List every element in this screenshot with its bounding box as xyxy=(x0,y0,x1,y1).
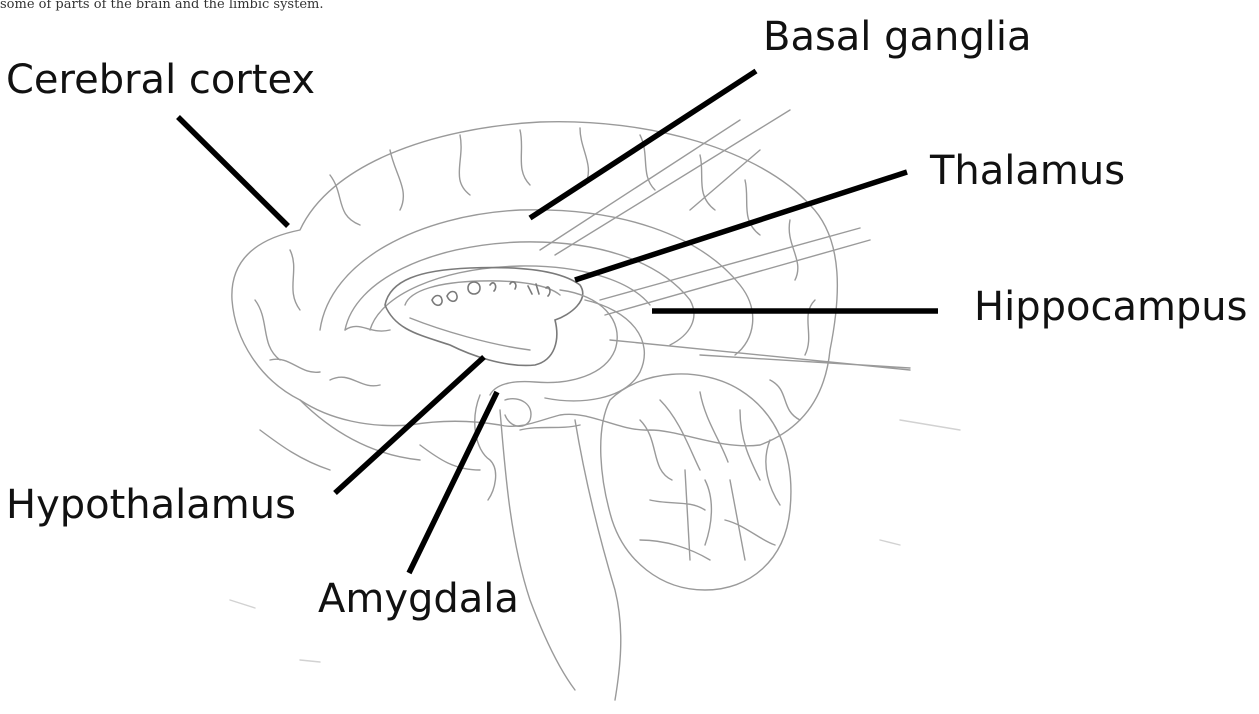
leader-hypothalamus xyxy=(335,357,484,493)
leader-thalamus xyxy=(575,172,907,280)
fornix-curve xyxy=(490,290,617,395)
label-thalamus: Thalamus xyxy=(929,148,1125,194)
cerebellum-folia xyxy=(640,392,780,560)
leader-cerebral-cortex xyxy=(178,117,288,226)
leader-basal-ganglia xyxy=(530,71,756,218)
cortex-outline xyxy=(232,122,838,446)
tract-lines xyxy=(540,110,910,370)
labels: Cerebral cortex Basal ganglia Thalamus H… xyxy=(6,14,1248,622)
choroid-squiggles xyxy=(432,282,550,305)
brainstem xyxy=(500,410,621,700)
leader-amygdala xyxy=(409,392,497,573)
ventricle-outline xyxy=(385,268,583,366)
cingulate-arc xyxy=(320,210,753,355)
ventricle-inner xyxy=(405,281,560,350)
label-cerebral-cortex: Cerebral cortex xyxy=(6,57,315,103)
top-caption: some of parts of the brain and the limbi… xyxy=(0,0,323,12)
background-smudges xyxy=(230,420,960,662)
label-basal-ganglia: Basal ganglia xyxy=(763,14,1032,60)
label-amygdala: Amygdala xyxy=(318,576,519,622)
cerebellum-outline xyxy=(601,374,791,590)
label-hippocampus: Hippocampus xyxy=(974,284,1248,330)
label-hypothalamus: Hypothalamus xyxy=(6,482,296,528)
